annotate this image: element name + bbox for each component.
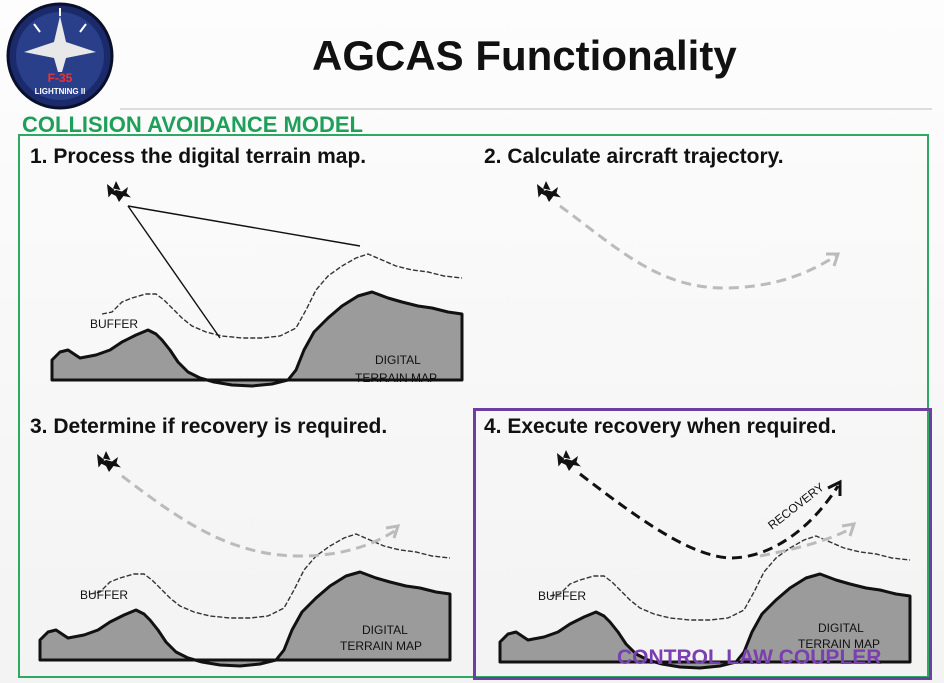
panel-3-terrain-label-2: TERRAIN MAP: [340, 639, 422, 653]
logo-line2: LIGHTNING II: [35, 87, 86, 96]
step-4-label: 4. Execute recovery when required.: [484, 415, 837, 438]
panel-4-predicted-trajectory: [759, 526, 853, 558]
sensor-ray-lower: [127, 205, 221, 339]
panel-4-jet-icon: [557, 450, 581, 471]
panel-4-buffer-label: BUFFER: [538, 589, 586, 603]
panel-2-jet-icon: [537, 181, 561, 202]
panel-3-trajectory: [121, 474, 397, 558]
step-3-label: 3. Determine if recovery is required.: [30, 415, 388, 438]
panel-3-buffer-label: BUFFER: [80, 588, 128, 602]
slide-title: AGCAS Functionality: [312, 32, 737, 79]
section-label: COLLISION AVOIDANCE MODEL: [22, 112, 363, 137]
title-divider: [120, 108, 932, 110]
panel-1-buffer-label: BUFFER: [90, 317, 138, 331]
panel-2-trajectory: [559, 204, 837, 290]
logo-line1: F-35: [48, 71, 73, 85]
panel-2-arrowhead: [826, 252, 841, 267]
control-law-frame: [473, 408, 932, 680]
panel-4-recovery-trajectory: [579, 472, 840, 560]
panel-3-jet-icon: [97, 451, 121, 472]
panel-4-terrain-label-2: TERRAIN MAP: [798, 637, 880, 651]
panel-1-jet-icon: [107, 181, 131, 202]
control-law-coupler-label: CONTROL LAW COUPLER: [617, 646, 882, 669]
panel-1-terrain-label-2: TERRAIN MAP: [355, 371, 437, 385]
panel-4-terrain-label-1: DIGITAL: [818, 621, 864, 635]
step-2-label: 2. Calculate aircraft trajectory.: [484, 145, 784, 168]
step-1-label: 1. Process the digital terrain map.: [30, 145, 367, 168]
panel-3-terrain-label-1: DIGITAL: [362, 623, 408, 637]
f35-lightning-logo: F-35 LIGHTNING II: [6, 2, 114, 110]
panel-4-predicted-arrowhead: [841, 522, 857, 537]
panel-3-arrowhead: [385, 524, 401, 539]
recovery-label: RECOVERY: [765, 480, 827, 532]
sensor-ray-upper: [127, 205, 361, 247]
panel-4-recovery-arrowhead: [827, 479, 842, 496]
panel-1-terrain-label-1: DIGITAL: [375, 353, 421, 367]
